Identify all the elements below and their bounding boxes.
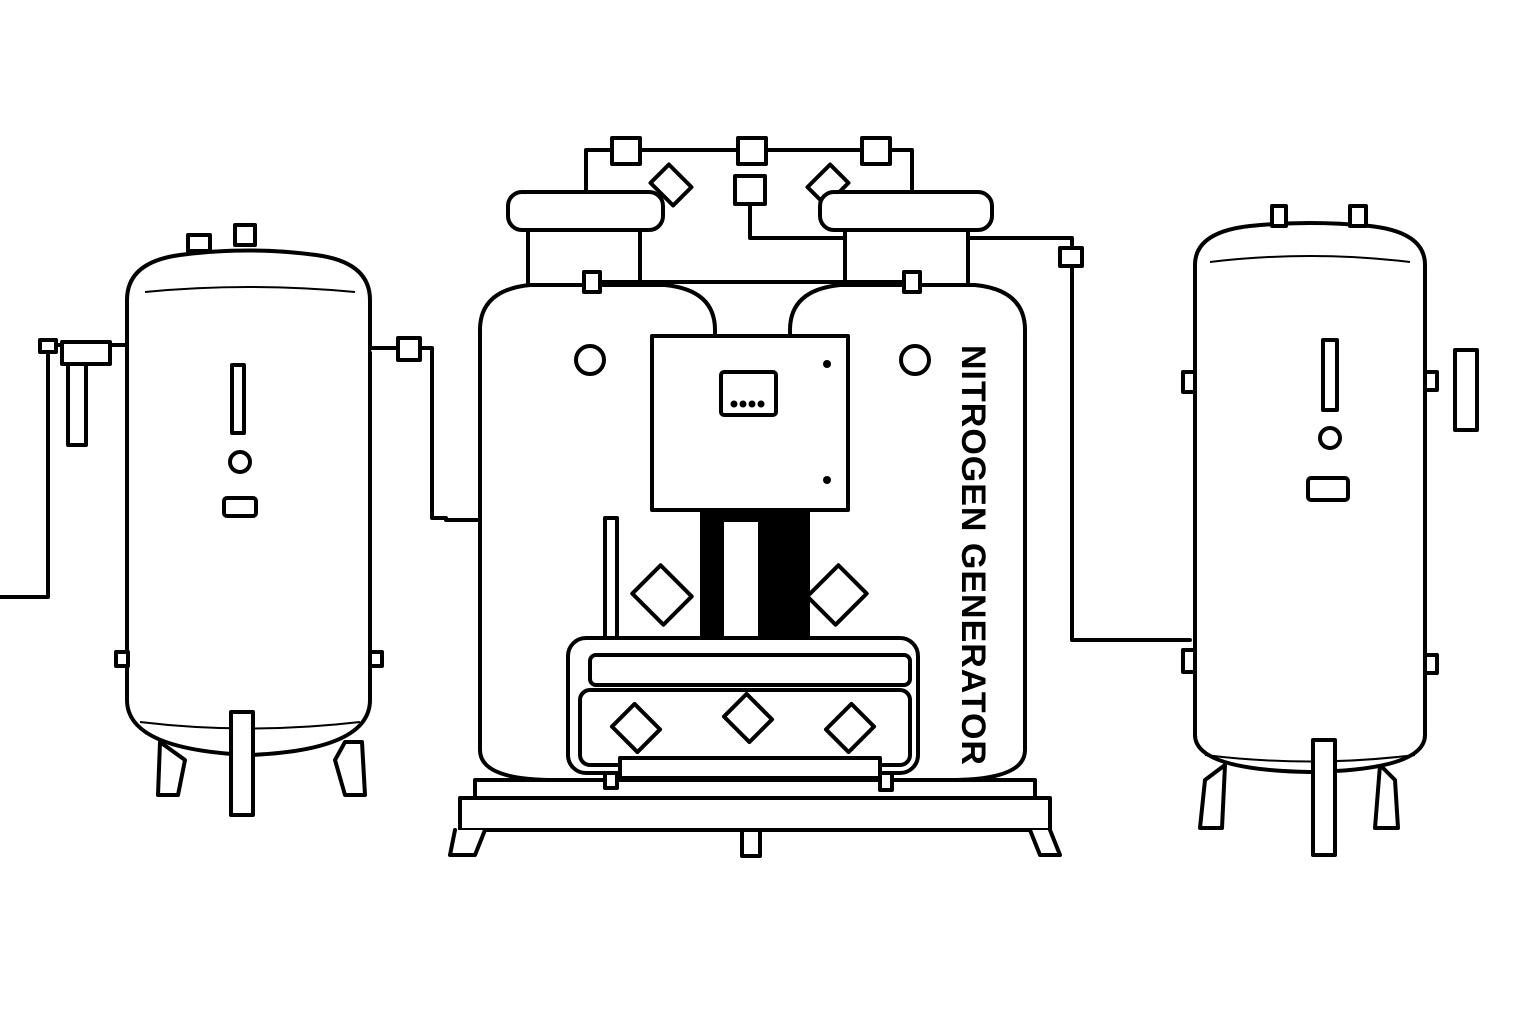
right-storage-tank [1181, 204, 1479, 857]
generator-label: NITROGEN GENERATOR [954, 345, 992, 766]
left-storage-tank [0, 223, 607, 817]
generator-unit: NITROGEN GENERATOR [448, 136, 1192, 858]
control-panel [650, 334, 850, 512]
display-screen [719, 370, 778, 417]
